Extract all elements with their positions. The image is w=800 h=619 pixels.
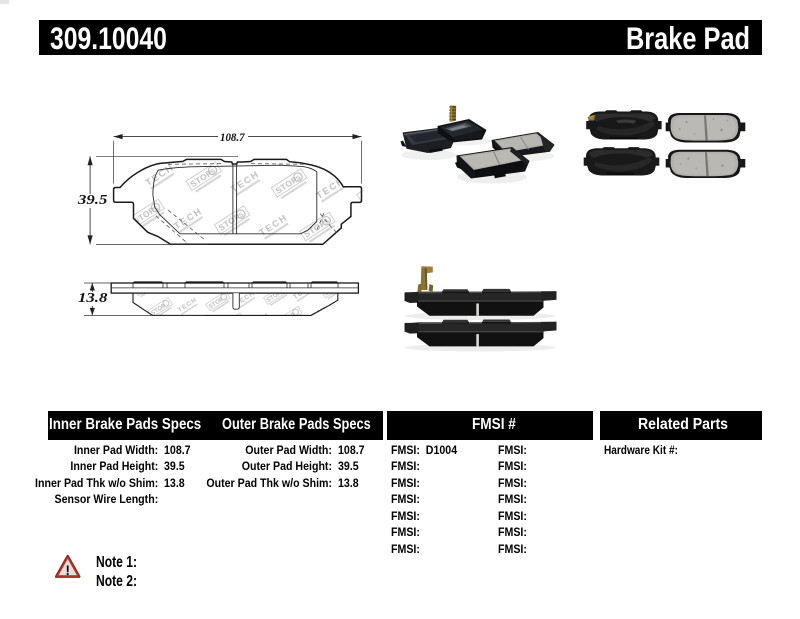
svg-text:!: !	[65, 562, 70, 578]
